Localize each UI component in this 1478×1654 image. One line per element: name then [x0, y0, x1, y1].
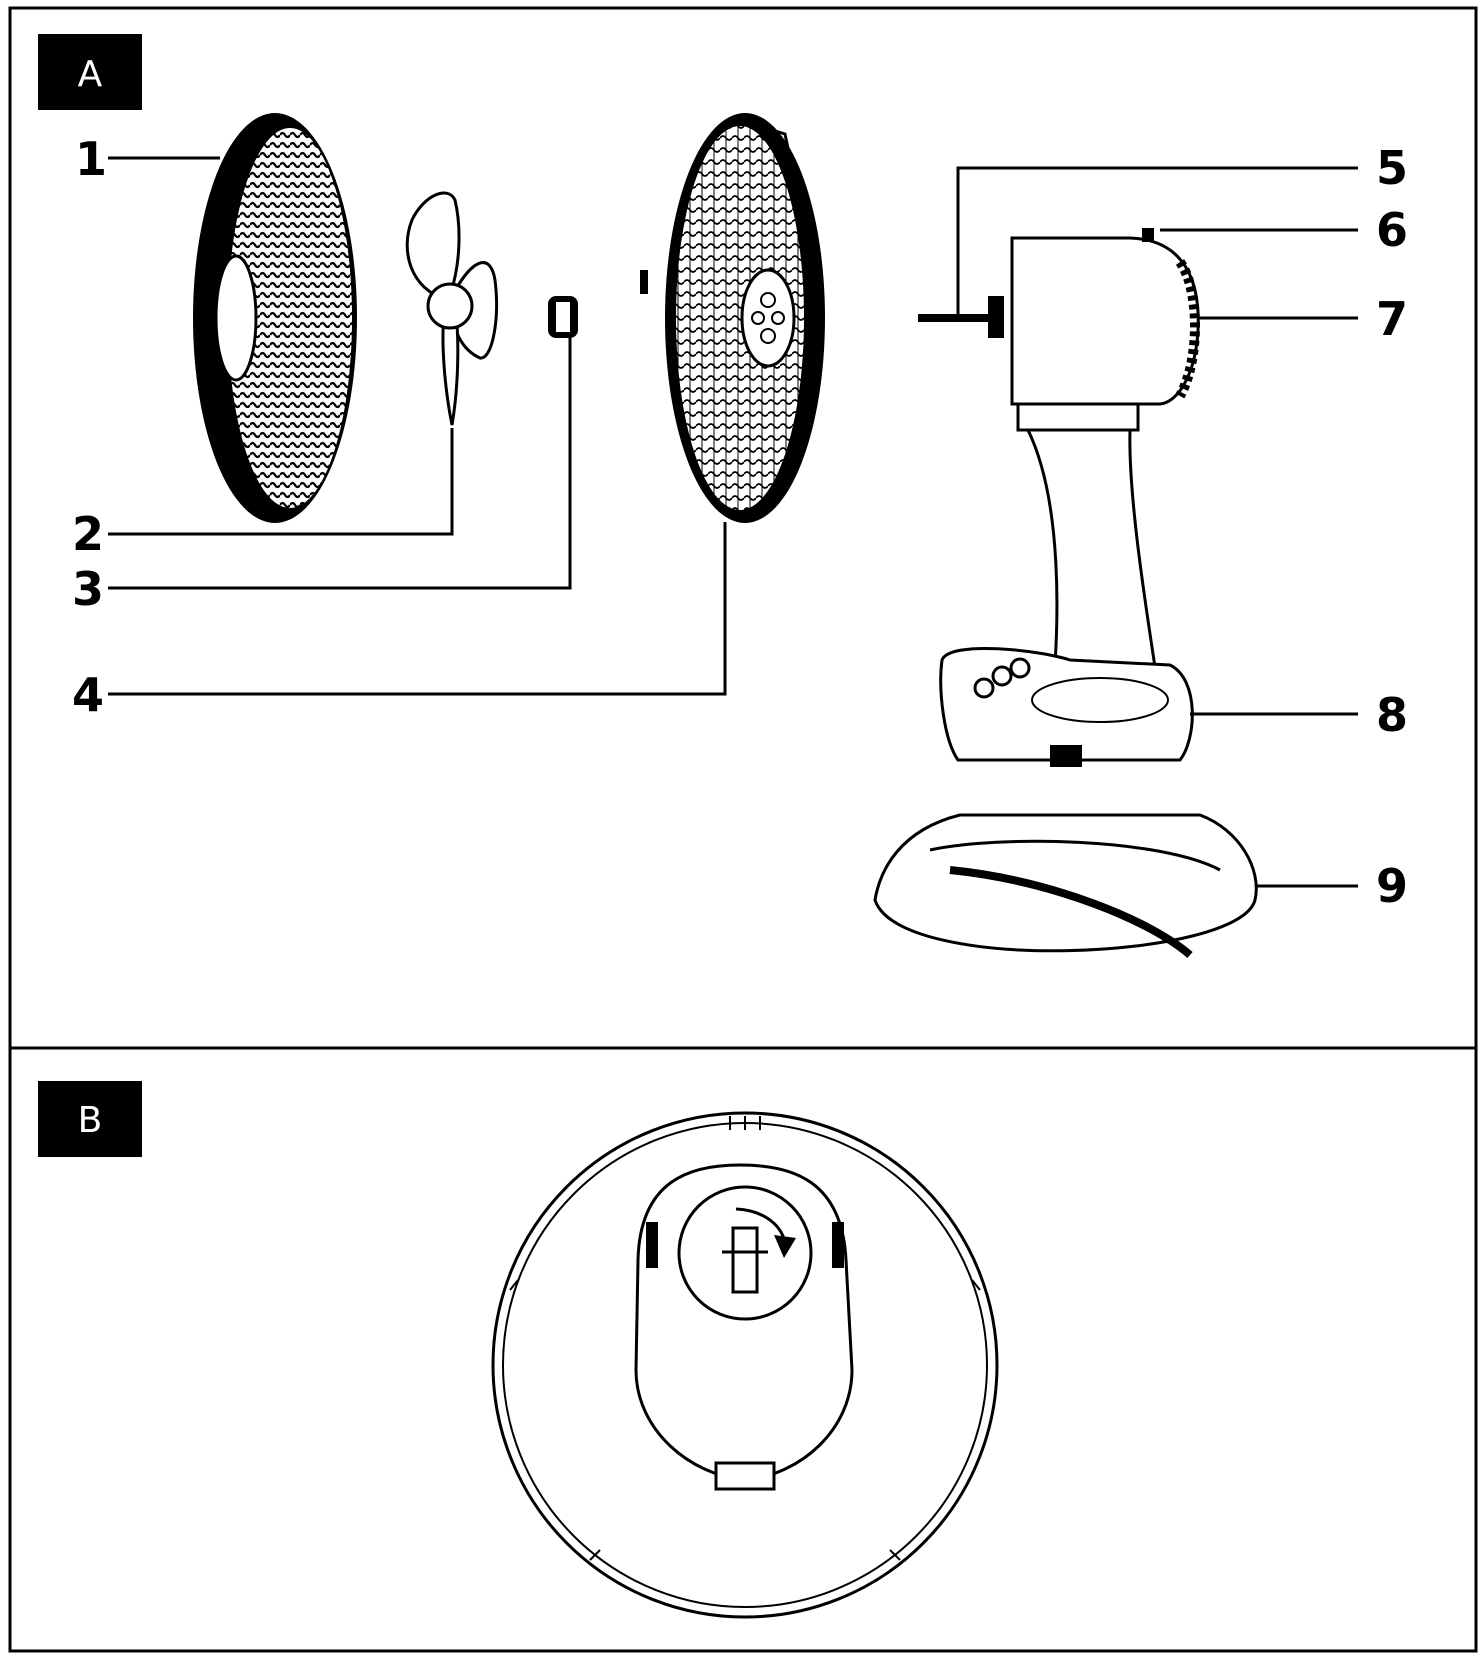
stand: [939, 428, 1194, 767]
blade-nut: [548, 296, 578, 338]
panel-a-tag: A: [38, 34, 142, 110]
callout-6: 6: [1376, 203, 1408, 257]
callout-2: 2: [72, 507, 104, 561]
base: [873, 813, 1258, 959]
leader-lines: [108, 156, 1358, 888]
callout-7: 7: [1376, 292, 1408, 346]
front-grille: [193, 113, 357, 523]
callout-9: 9: [1376, 859, 1408, 913]
callout-5: 5: [1376, 141, 1408, 195]
panel-a-label: A: [78, 54, 103, 95]
callout-1: 1: [75, 132, 107, 186]
fan-blade: [405, 191, 499, 426]
panel-b-tag: B: [38, 1081, 142, 1157]
callout-4: 4: [72, 668, 104, 722]
rear-grille: [640, 113, 825, 523]
base-bottom-view: [491, 1111, 999, 1619]
callout-8: 8: [1376, 688, 1408, 742]
motor-head: [918, 228, 1200, 432]
callout-3: 3: [72, 562, 104, 616]
panel-b-label: B: [78, 1100, 103, 1141]
panel-b-frame: [8, 1046, 1478, 1653]
